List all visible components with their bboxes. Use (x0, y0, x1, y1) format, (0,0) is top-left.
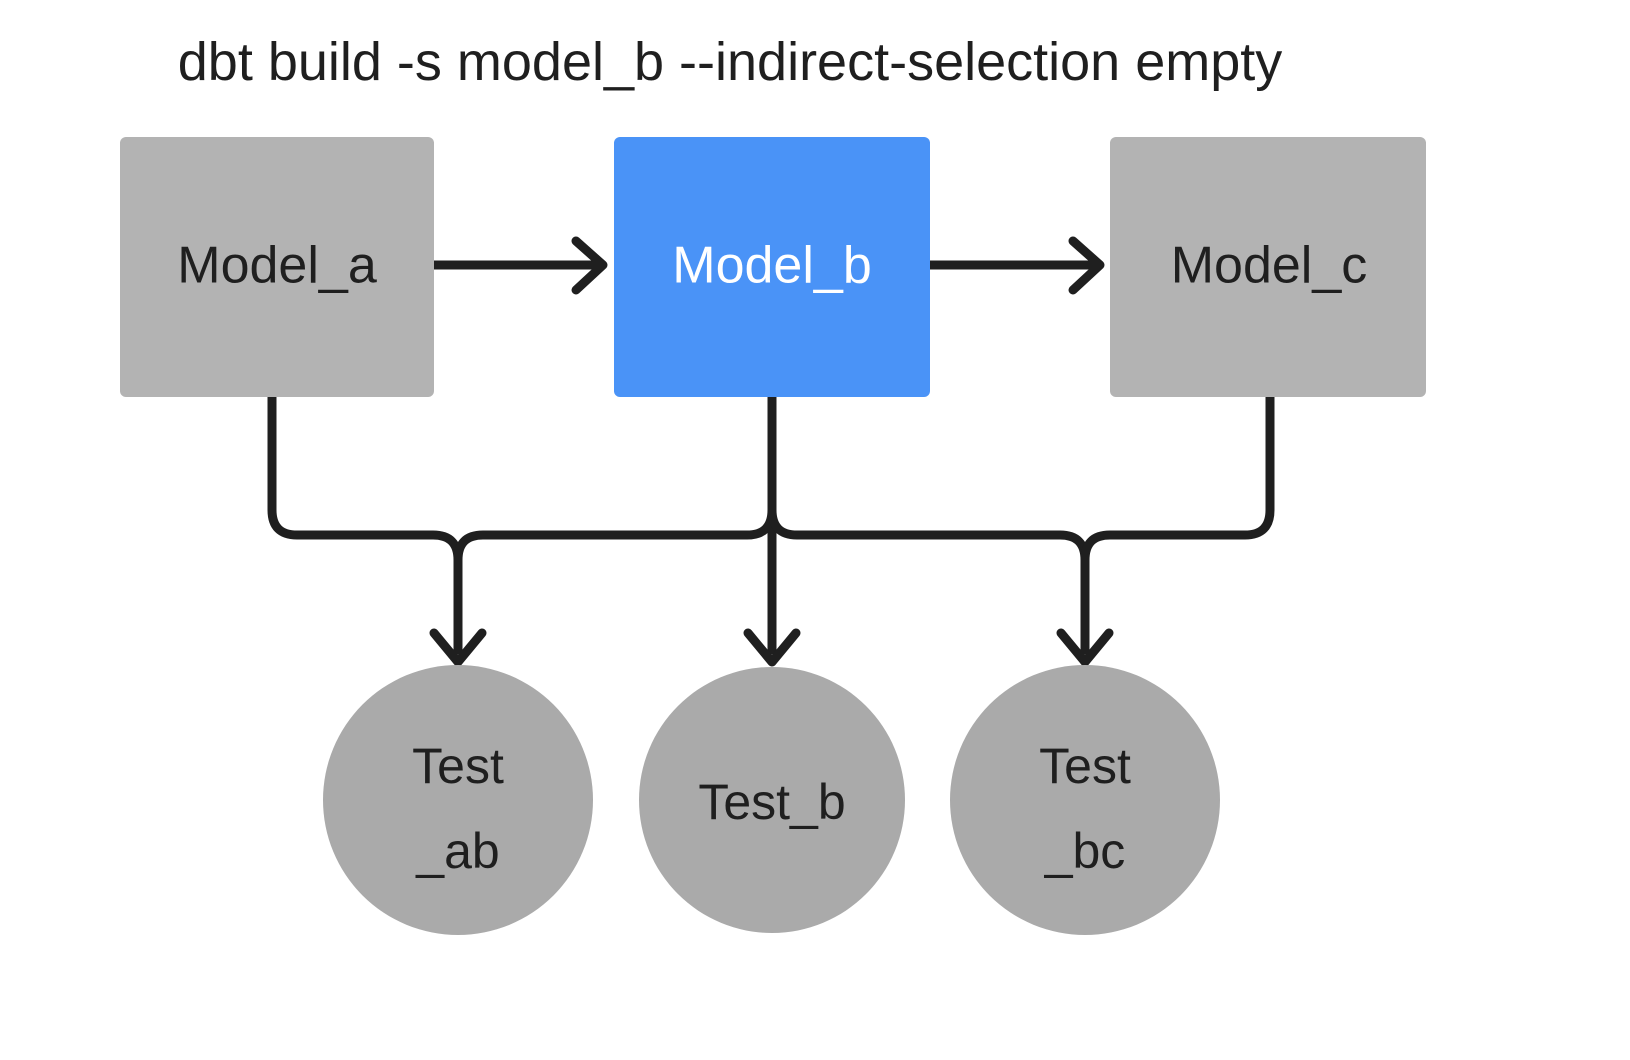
node-model-a-shape[interactable] (120, 137, 434, 397)
edge-model-b-to-test-ab (453, 392, 777, 655)
edge-layer (267, 236, 1275, 667)
node-model-b-shape[interactable] (614, 137, 930, 397)
node-model-a-label: Model_a (177, 237, 377, 295)
arrowhead-model-b-to-model-c (1068, 236, 1105, 295)
arrowhead-model-a-to-model-b (571, 236, 608, 295)
test-layer: Test _ab Test_b Test _bc (323, 665, 1220, 935)
edge-model-a-to-test-ab (267, 392, 463, 655)
node-model-b-label: Model_b (672, 237, 871, 295)
node-model-c[interactable]: Model_c (1110, 137, 1426, 397)
edge-model-b-to-test-bc (767, 392, 1090, 655)
node-model-c-shape[interactable] (1110, 137, 1426, 397)
arrowhead-to-test-b (743, 628, 801, 667)
node-test-bc-label-line-2: _bc (1044, 823, 1126, 879)
node-model-b[interactable]: Model_b (614, 137, 930, 397)
arrowhead-to-test-ab (429, 628, 487, 667)
node-model-a[interactable]: Model_a (120, 137, 434, 397)
node-test-ab-label-line-1: Test (412, 738, 504, 794)
edge-model-c-to-test-bc (1080, 392, 1275, 655)
node-test-b-shape[interactable] (639, 667, 905, 933)
node-test-bc-label-line-1: Test (1039, 738, 1131, 794)
diagram-title: dbt build -s model_b --indirect-selectio… (178, 32, 1283, 92)
node-test-b[interactable]: Test_b (639, 667, 905, 933)
node-test-ab-shape[interactable] (323, 665, 593, 935)
node-test-b-label-line-1: Test_b (698, 774, 845, 830)
node-test-bc-shape[interactable] (950, 665, 1220, 935)
model-layer: Model_a Model_b Model_c (120, 137, 1426, 397)
node-test-bc[interactable]: Test _bc (950, 665, 1220, 935)
node-model-c-label: Model_c (1171, 237, 1368, 295)
node-test-ab-label-line-2: _ab (415, 823, 499, 879)
arrowhead-to-test-bc (1056, 628, 1114, 667)
node-test-ab[interactable]: Test _ab (323, 665, 593, 935)
